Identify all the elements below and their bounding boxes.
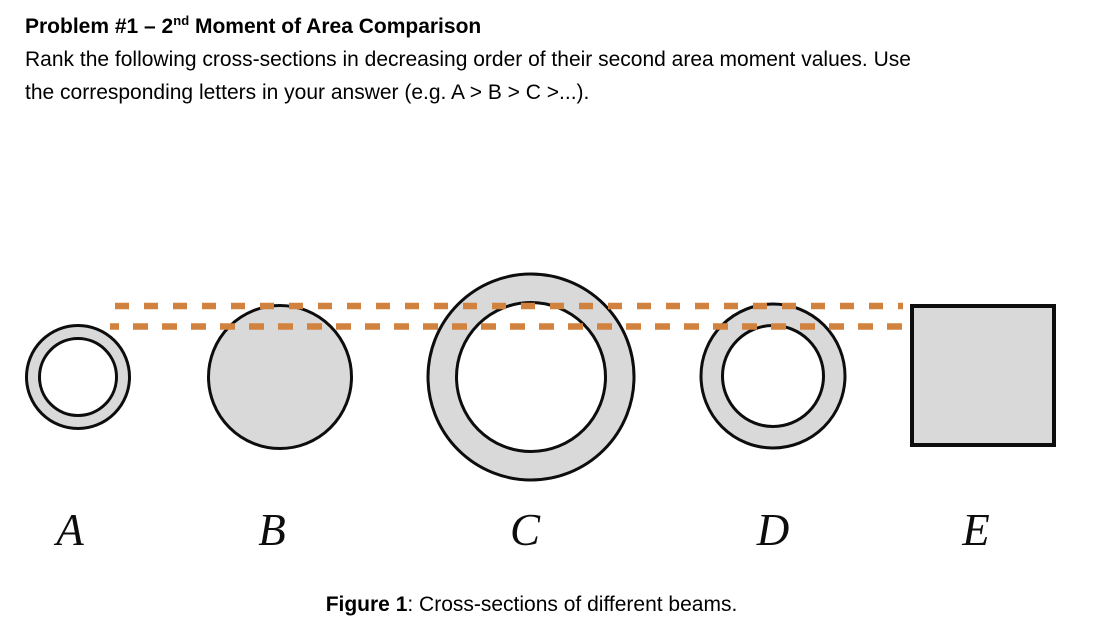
- title-prefix: Problem #1 – 2: [25, 15, 174, 38]
- cross-section-E: [910, 304, 1056, 447]
- problem-text-line-2: the corresponding letters in your answer…: [25, 81, 590, 104]
- section-label-d: D: [756, 505, 790, 555]
- figure-caption-label: Figure 1: [325, 593, 408, 616]
- problem-text-line-1: Rank the following cross-sections in dec…: [25, 48, 911, 71]
- cross-section-D: [699, 302, 847, 450]
- cross-section-A: [25, 324, 131, 430]
- page-title: Problem #1 – 2nd Moment of Area Comparis…: [25, 10, 911, 43]
- section-label-c: C: [509, 505, 541, 555]
- cross-section-B: [207, 304, 353, 450]
- title-suffix: Moment of Area Comparison: [189, 15, 482, 38]
- title-ordinal-superscript: nd: [173, 13, 190, 28]
- problem-statement: Problem #1 – 2nd Moment of Area Comparis…: [25, 10, 911, 109]
- section-label-e: E: [962, 505, 990, 555]
- figure-caption-text: : Cross-sections of different beams.: [407, 593, 738, 616]
- section-label-b: B: [258, 505, 286, 555]
- figure-caption: Figure 1: Cross-sections of different be…: [0, 593, 1063, 617]
- section-label-a: A: [56, 505, 84, 555]
